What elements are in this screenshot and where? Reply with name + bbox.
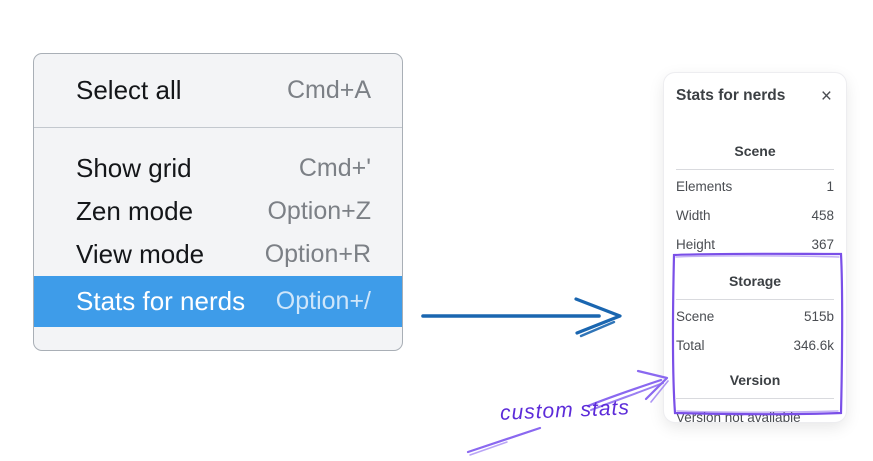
menu-section-bottom: Show grid Cmd+' Zen mode Option+Z View m…	[34, 128, 402, 327]
version-section-header: Version	[729, 372, 781, 388]
stat-label: Scene	[676, 309, 715, 324]
stat-row-height: Height 367	[676, 230, 834, 259]
stat-row-total-storage: Total 346.6k	[676, 331, 834, 360]
stat-value: 515b	[803, 309, 834, 324]
storage-section-header: Storage	[728, 273, 782, 289]
menu-item-view-mode[interactable]: View mode Option+R	[34, 233, 402, 276]
menu-divider	[34, 127, 402, 128]
stat-row-width: Width 458	[676, 201, 834, 230]
divider	[676, 398, 834, 399]
stat-row-elements: Elements 1	[676, 172, 834, 201]
stat-label: Total	[676, 338, 705, 353]
stats-panel-header: Stats for nerds ×	[676, 84, 834, 108]
stat-label: Elements	[676, 179, 733, 194]
menu-item-shortcut: Option+R	[264, 240, 371, 268]
stats-panel-title: Stats for nerds	[676, 87, 786, 104]
menu-item-shortcut: Cmd+'	[298, 154, 371, 182]
menu-item-label: Select all	[76, 75, 182, 105]
version-note: Version not available	[676, 410, 801, 425]
divider	[676, 299, 834, 300]
stats-panel: Stats for nerds × Scene Elements 1 Width…	[664, 73, 846, 425]
menu-item-shortcut: Option+Z	[267, 197, 371, 225]
menu-item-zen-mode[interactable]: Zen mode Option+Z	[34, 190, 402, 233]
stat-label: Height	[676, 237, 716, 252]
close-icon[interactable]: ×	[820, 85, 832, 107]
divider	[676, 169, 834, 170]
menu-item-shortcut: Option+/	[275, 287, 371, 315]
stat-label: Width	[676, 208, 711, 223]
menu-item-show-grid[interactable]: Show grid Cmd+'	[34, 147, 402, 190]
menu-item-label: View mode	[76, 239, 205, 269]
annotation-text: custom stats	[499, 396, 631, 425]
menu-item-select-all[interactable]: Select all Cmd+A	[34, 54, 402, 127]
stat-value: 346.6k	[793, 338, 834, 353]
stat-value: 367	[811, 237, 834, 252]
stat-value: 1	[826, 179, 834, 194]
scene-rows: Elements 1 Width 458 Height 367	[676, 172, 834, 259]
menu-item-label: Stats for nerds	[76, 286, 246, 316]
menu-item-stats-for-nerds[interactable]: Stats for nerds Option+/	[34, 276, 402, 327]
arrow-menu-to-panel-icon	[421, 297, 622, 338]
menu-item-shortcut: Cmd+A	[286, 76, 371, 104]
context-menu: Select all Cmd+A Show grid Cmd+' Zen mod…	[33, 53, 403, 351]
menu-section-top: Select all Cmd+A	[34, 54, 402, 127]
menu-item-label: Show grid	[76, 153, 192, 183]
storage-rows: Scene 515b Total 346.6k	[676, 302, 834, 360]
menu-item-label: Zen mode	[76, 196, 194, 226]
stat-value: 458	[811, 208, 834, 223]
scene-section-header: Scene	[734, 143, 776, 159]
stat-row-scene-storage: Scene 515b	[676, 302, 834, 331]
